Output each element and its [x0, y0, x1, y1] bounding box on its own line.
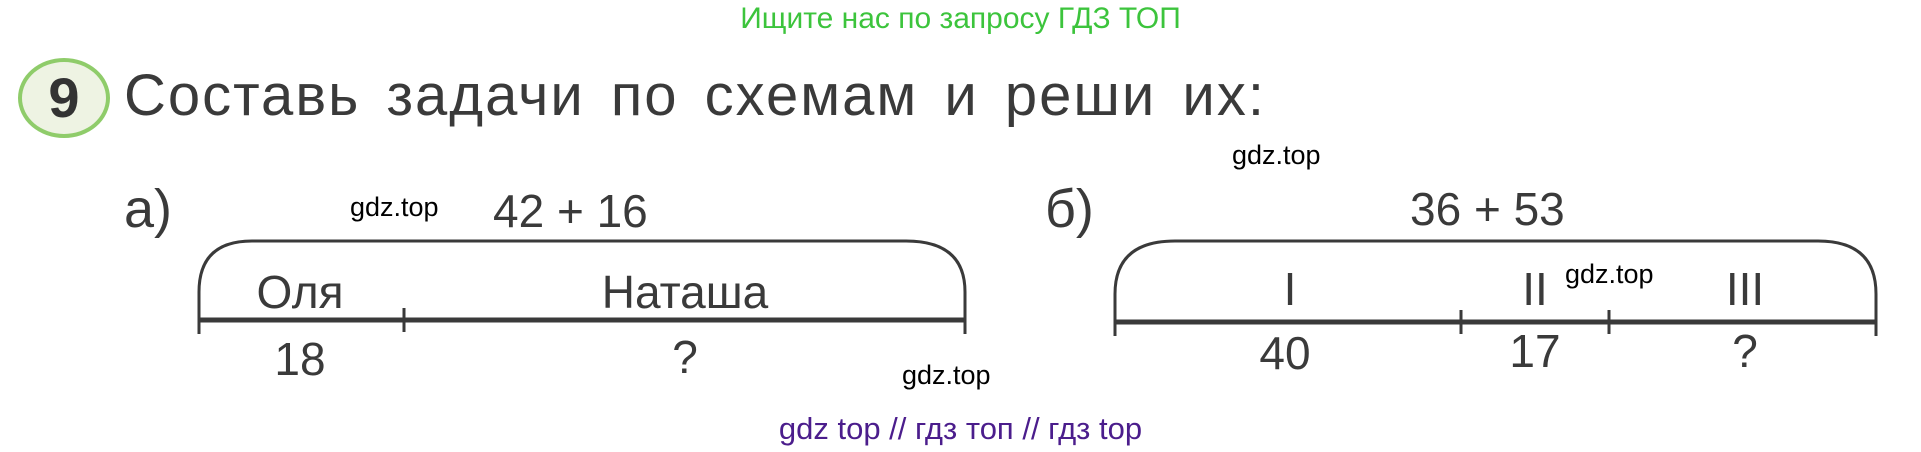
watermark-gdz-3: gdz.top	[1565, 259, 1654, 289]
part-b-expression: 36 + 53	[1410, 183, 1565, 235]
part-a-expression: 42 + 16	[493, 185, 648, 237]
exercise-number-badge: 9	[18, 58, 110, 138]
part-a-segment-2: Наташа	[601, 266, 769, 318]
part-b-segment-1: I	[1283, 263, 1297, 315]
part-b-value-2: 17	[1509, 325, 1561, 377]
part-a-label: а)	[124, 179, 173, 239]
top-watermark-link[interactable]: Ищите нас по запросу ГДЗ ТОП	[740, 2, 1181, 35]
part-b-segment-3: III	[1725, 263, 1765, 315]
watermark-gdz-4: gdz.top	[902, 360, 991, 390]
part-b-segment-2: II	[1522, 263, 1548, 315]
part-b-value-1: 40	[1259, 327, 1311, 379]
part-a-value-2: ?	[672, 331, 698, 383]
bottom-watermark: gdz top // гдз топ // гдз top	[778, 411, 1143, 446]
watermark-gdz-2: gdz.top	[1232, 140, 1321, 170]
part-b-value-3: ?	[1732, 325, 1758, 377]
exercise-task-text: Составь задачи по схемам и реши их:	[124, 63, 1266, 128]
part-b-brace	[1113, 239, 1878, 322]
watermark-gdz-1: gdz.top	[350, 192, 439, 222]
part-b-label: б)	[1045, 179, 1094, 239]
part-a-segment-1: Оля	[256, 266, 344, 318]
part-a-brace	[197, 239, 967, 320]
part-a-value-1: 18	[274, 333, 326, 385]
